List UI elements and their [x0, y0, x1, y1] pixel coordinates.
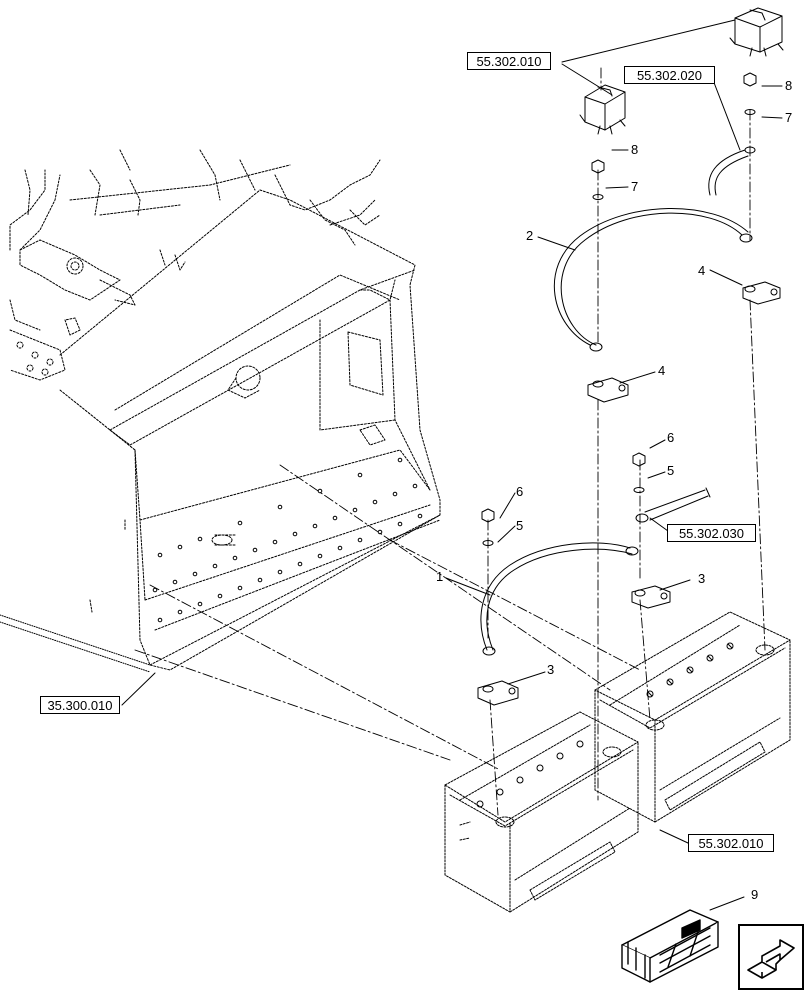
next-page-button[interactable] — [738, 924, 804, 990]
callout-4: 4 — [698, 263, 706, 278]
callout-3: 3 — [698, 571, 706, 586]
battery-box-frame — [0, 149, 441, 673]
cable-2 — [553, 208, 753, 352]
callout-8: 8 — [631, 142, 639, 157]
callout-7: 7 — [631, 179, 639, 194]
cable-55-302-030 — [635, 487, 711, 523]
service-kit-icon — [621, 909, 719, 983]
callout-5: 5 — [516, 518, 524, 533]
reference-battery-top[interactable]: 55.302.010 — [467, 52, 551, 70]
reference-battery-bottom[interactable]: 55.302.010 — [688, 834, 774, 852]
callout-8: 8 — [785, 78, 793, 93]
callout-6: 6 — [667, 430, 675, 445]
callout-5: 5 — [667, 463, 675, 478]
callout-7: 7 — [785, 110, 793, 125]
callout-2: 2 — [526, 228, 534, 243]
cable-55-302-020 — [708, 146, 756, 196]
assembly-center-lines — [134, 67, 766, 816]
callout-6: 6 — [516, 484, 524, 499]
reference-positive-cable[interactable]: 55.302.030 — [667, 524, 756, 542]
battery-rear — [594, 611, 791, 823]
reference-frame[interactable]: 35.300.010 — [40, 696, 120, 714]
callout-4: 4 — [658, 363, 666, 378]
cable-1 — [480, 542, 639, 656]
callout-1: 1 — [436, 569, 444, 584]
terminal-cover-lower — [579, 84, 626, 135]
callout-9: 9 — [751, 887, 759, 902]
terminal-cover-upper — [729, 7, 784, 57]
reference-negative-cable[interactable]: 55.302.020 — [624, 66, 715, 84]
leader-lines — [121, 19, 783, 911]
arrow-next-icon — [747, 939, 795, 979]
terminal-hardware — [477, 72, 781, 706]
callout-3: 3 — [547, 662, 555, 677]
battery-front — [444, 711, 639, 913]
